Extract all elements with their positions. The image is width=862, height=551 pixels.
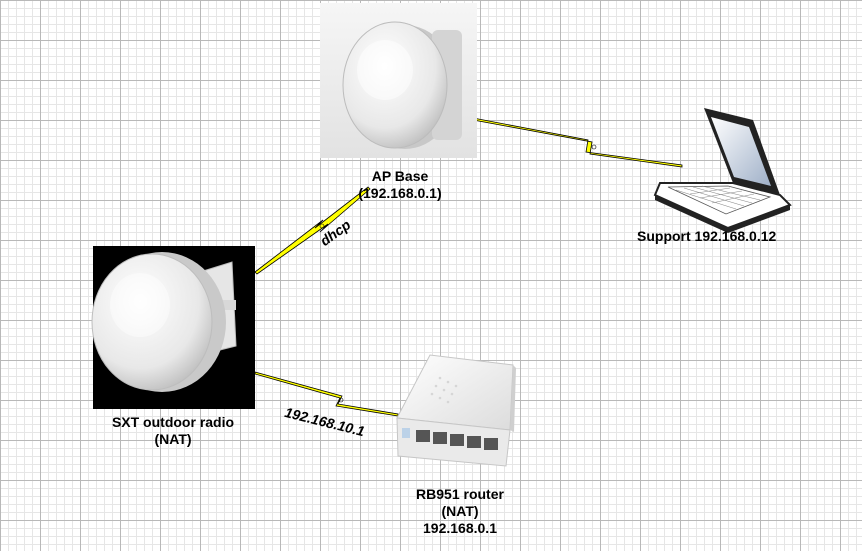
sxt-mode: (NAT) [154, 431, 192, 447]
ap-base-name: AP Base [371, 168, 429, 184]
sxt-radio-device [91, 246, 255, 409]
link-sxt-rb951 [254, 371, 399, 417]
rb951-mode: (NAT) [441, 503, 479, 519]
ap-base-label: AP Base (192.168.0.1) [345, 168, 455, 202]
link-sxt-ap [254, 186, 371, 275]
rb951-label: RB951 router (NAT) 192.168.0.1 [400, 486, 520, 537]
rb951-router-device [396, 354, 516, 467]
laptop-icon [653, 108, 792, 233]
sxt-label: SXT outdoor radio (NAT) [88, 414, 258, 448]
link-ap-support [467, 116, 683, 168]
rb951-ip: 192.168.0.1 [423, 520, 497, 536]
ap-base-device [320, 3, 477, 158]
rb951-name: RB951 router [416, 486, 504, 502]
sxt-name: SXT outdoor radio [111, 414, 235, 430]
ap-base-ip: (192.168.0.1) [358, 185, 442, 201]
support-label: Support 192.168.0.12 [637, 228, 817, 245]
support-name-ip: Support 192.168.0.12 [637, 228, 777, 244]
